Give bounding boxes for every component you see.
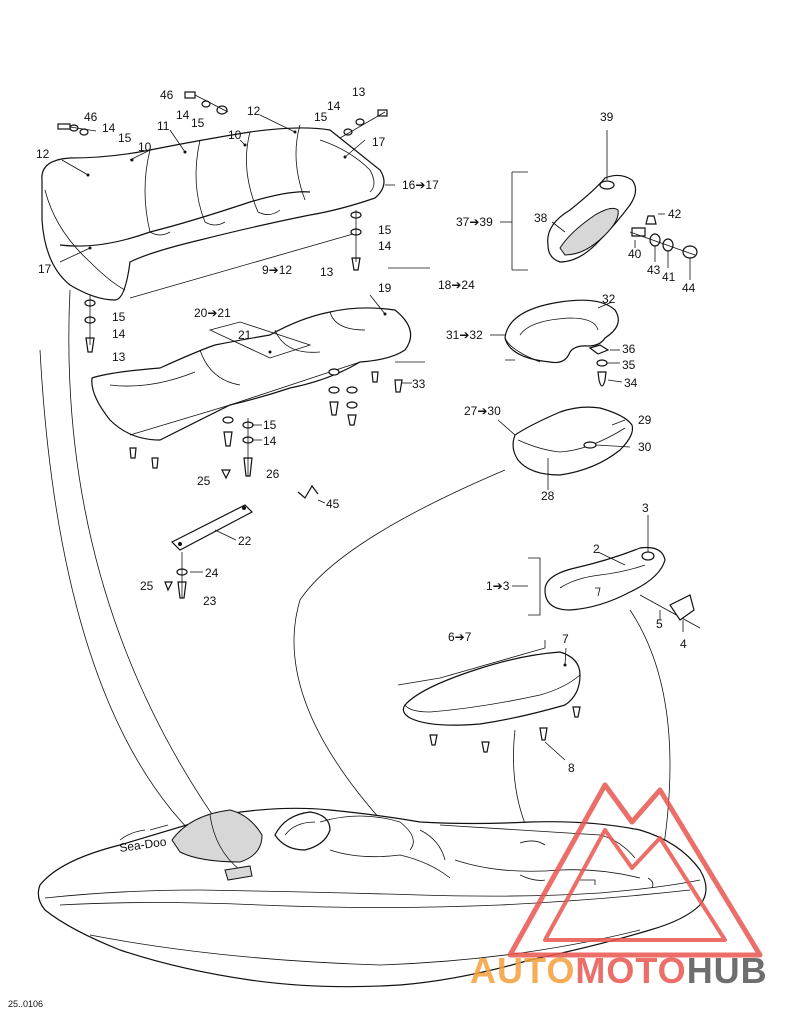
label-13-top: 13	[352, 85, 366, 99]
label-15-base: 15	[263, 418, 277, 432]
label-15-seat-left: 15	[112, 310, 126, 324]
label-19: 19	[378, 281, 392, 295]
label-5: 5	[656, 617, 663, 631]
label-30: 30	[638, 440, 652, 454]
part-22-plate	[164, 504, 253, 599]
label-46-center: 46	[160, 88, 174, 102]
watercraft-hull: Sea-Doo	[37, 807, 707, 988]
watermark-text-moto: MOTO	[575, 950, 686, 991]
label-40: 40	[628, 247, 642, 261]
seat-base-assembly	[91, 294, 425, 441]
label-43: 43	[647, 263, 661, 277]
assembly-leader-curves	[39, 289, 671, 881]
label-42: 42	[668, 207, 682, 221]
seat-cover-assembly	[41, 124, 385, 301]
label-37-39: 37➔39	[456, 215, 493, 229]
label-16-17: 16➔17	[402, 178, 439, 192]
rear-pad-assembly	[397, 640, 581, 761]
label-17-left: 17	[38, 262, 52, 276]
part-45-strap	[297, 484, 326, 504]
watermark-text-hub: HUB	[687, 950, 768, 991]
label-12-left: 12	[36, 147, 50, 161]
label-14-center: 14	[176, 108, 190, 122]
label-27-30: 27➔30	[464, 404, 501, 418]
watermark-logo: AUTOMOTOHUB	[470, 782, 768, 991]
label-11: 11	[157, 119, 170, 133]
label-39: 39	[600, 110, 614, 124]
label-34: 34	[624, 376, 638, 390]
label-36: 36	[622, 342, 636, 356]
label-15-seat-right: 15	[378, 223, 392, 237]
label-13-seat-right: 13	[320, 265, 334, 279]
label-6-7: 6➔7	[448, 630, 472, 644]
label-21: 21	[238, 328, 252, 342]
label-38: 38	[534, 211, 548, 225]
seat-leader-lines	[59, 114, 430, 269]
watermark-text-auto: AUTO	[470, 950, 575, 991]
label-22: 22	[238, 534, 252, 548]
label-45: 45	[326, 497, 340, 511]
rear-handle-assembly	[490, 299, 623, 387]
label-2: 2	[593, 542, 600, 556]
label-14-seat-right: 14	[378, 239, 392, 253]
label-24: 24	[205, 566, 219, 580]
label-15-center: 15	[191, 116, 205, 130]
drawing-code: 25..0106	[8, 999, 43, 1009]
label-15-left: 15	[118, 131, 132, 145]
label-8: 8	[568, 761, 575, 775]
label-25-plate: 25	[140, 579, 154, 593]
label-12-right: 12	[247, 104, 261, 118]
label-32: 32	[602, 292, 616, 306]
label-26: 26	[266, 467, 280, 481]
label-31-32: 31➔32	[446, 328, 483, 342]
label-7: 7	[562, 632, 569, 646]
label-1-3: 1➔3	[486, 579, 510, 593]
label-23: 23	[203, 594, 217, 608]
label-9-12: 9➔12	[262, 263, 292, 277]
fasteners-group-base	[129, 368, 412, 480]
label-14-left: 14	[102, 121, 116, 135]
label-46-left: 46	[84, 110, 98, 124]
part-labels: 46 14 15 46 14 15 12 11 10 10 12 13 14 1…	[36, 85, 696, 775]
label-25-base: 25	[197, 474, 211, 488]
label-20-21: 20➔21	[194, 306, 231, 320]
label-17-top: 17	[372, 135, 386, 149]
svg-text:AUTOMOTOHUB: AUTOMOTOHUB	[470, 950, 768, 991]
front-handle-assembly	[512, 515, 701, 632]
label-14-top: 14	[327, 99, 341, 113]
label-33: 33	[412, 377, 426, 391]
label-15-top: 15	[314, 110, 328, 124]
label-18-24: 18➔24	[438, 278, 475, 292]
label-41: 41	[662, 270, 676, 284]
label-4: 4	[680, 637, 687, 651]
label-10-left: 10	[138, 140, 152, 154]
label-14-seat-left: 14	[112, 327, 126, 341]
grab-handle-assembly	[500, 130, 698, 280]
label-29: 29	[638, 413, 652, 427]
label-14-base: 14	[263, 434, 277, 448]
watermark-triangle-icon	[507, 782, 763, 958]
label-13-seat-left: 13	[112, 350, 126, 364]
label-10-right: 10	[228, 128, 242, 142]
fasteners-group-top-left	[57, 91, 388, 353]
storage-cover-assembly	[497, 406, 634, 490]
label-35: 35	[622, 358, 636, 372]
label-44: 44	[682, 281, 696, 295]
label-3: 3	[642, 501, 649, 515]
watermark-triangle-inner-icon	[543, 828, 727, 942]
label-28: 28	[541, 489, 555, 503]
hull-decal-text: Sea-Doo	[118, 834, 167, 855]
